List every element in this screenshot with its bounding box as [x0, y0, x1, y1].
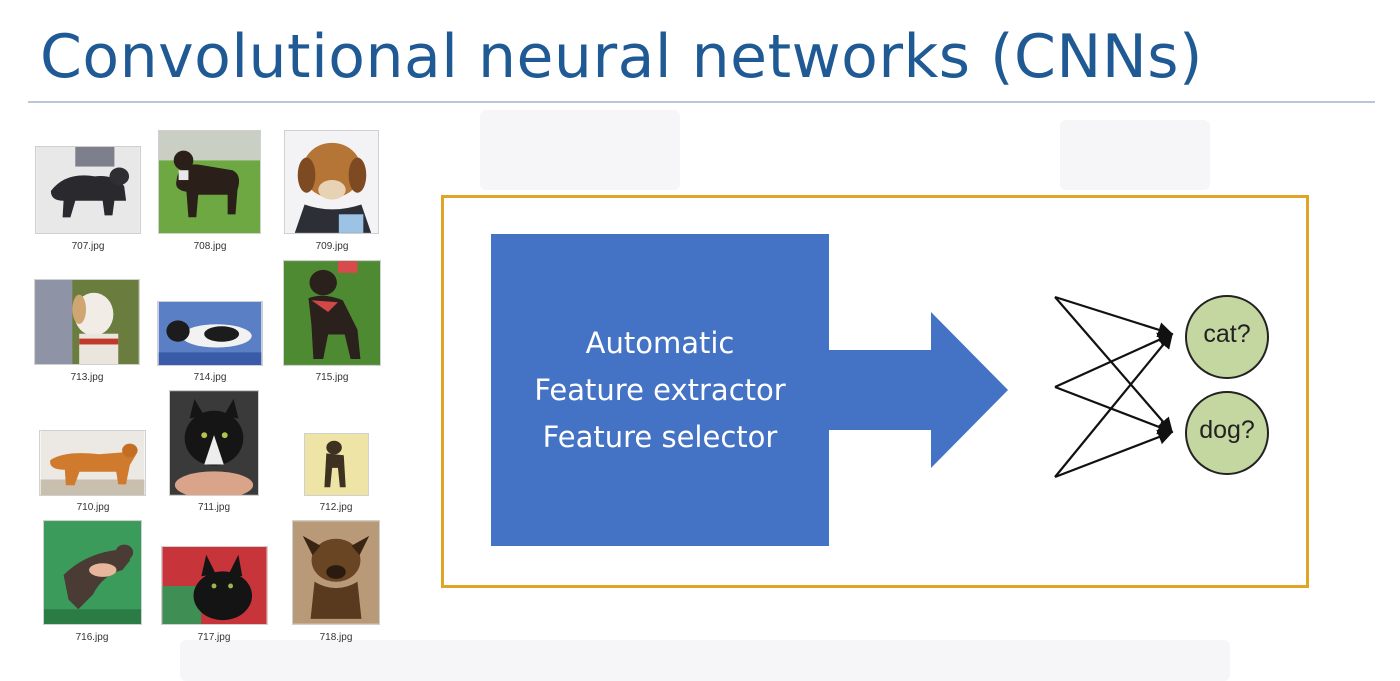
background-shape — [1060, 120, 1210, 190]
dog-photo — [285, 131, 378, 233]
background-shape — [180, 640, 1230, 681]
background-shape — [480, 110, 680, 190]
image-filename: 718.jpg — [319, 632, 353, 643]
image-thumbnail[interactable] — [157, 301, 263, 366]
output-label-cat: cat? — [1203, 320, 1251, 348]
slide-title: Convolutional neural networks (CNNs) — [40, 22, 1203, 92]
cat-photo — [170, 391, 258, 495]
feature-extractor-line: Feature selector — [542, 420, 778, 454]
cat-photo — [44, 521, 141, 624]
image-filename: 707.jpg — [71, 241, 105, 252]
image-filename: 709.jpg — [315, 241, 349, 252]
cat-photo — [162, 547, 267, 624]
image-filename: 713.jpg — [70, 372, 104, 383]
dog-photo — [40, 431, 145, 495]
dog-photo — [36, 147, 140, 233]
dog-photo — [284, 261, 380, 365]
dog-photo — [293, 521, 379, 624]
dog-photo — [305, 434, 368, 495]
image-thumbnail[interactable] — [283, 260, 381, 366]
image-thumbnail[interactable] — [284, 130, 379, 234]
image-filename: 715.jpg — [315, 372, 349, 383]
dog-photo — [159, 131, 260, 233]
image-thumbnail[interactable] — [161, 546, 268, 625]
image-filename: 708.jpg — [193, 241, 227, 252]
dog-photo — [35, 280, 139, 364]
image-filename: 710.jpg — [76, 502, 110, 513]
image-thumbnail[interactable] — [169, 390, 259, 496]
output-label-dog: dog? — [1199, 416, 1255, 444]
image-thumbnail[interactable] — [304, 433, 369, 496]
image-filename: 712.jpg — [319, 502, 353, 513]
feature-extractor-line: Feature extractor — [534, 373, 786, 407]
feature-extractor-line: Automatic — [585, 326, 735, 360]
feature-extractor-label: Automatic Feature extractor Feature sele… — [491, 320, 829, 461]
title-divider — [28, 101, 1375, 103]
image-filename: 717.jpg — [197, 632, 231, 643]
image-thumbnail[interactable] — [34, 279, 140, 365]
image-thumbnail[interactable] — [39, 430, 146, 496]
feature-extractor-box — [491, 234, 829, 546]
image-thumbnail[interactable] — [43, 520, 142, 625]
image-filename: 716.jpg — [75, 632, 109, 643]
image-thumbnail[interactable] — [158, 130, 261, 234]
cat-photo — [158, 302, 262, 365]
image-filename: 711.jpg — [197, 502, 231, 513]
image-filename: 714.jpg — [193, 372, 227, 383]
image-thumbnail[interactable] — [35, 146, 141, 234]
image-thumbnail[interactable] — [292, 520, 380, 625]
